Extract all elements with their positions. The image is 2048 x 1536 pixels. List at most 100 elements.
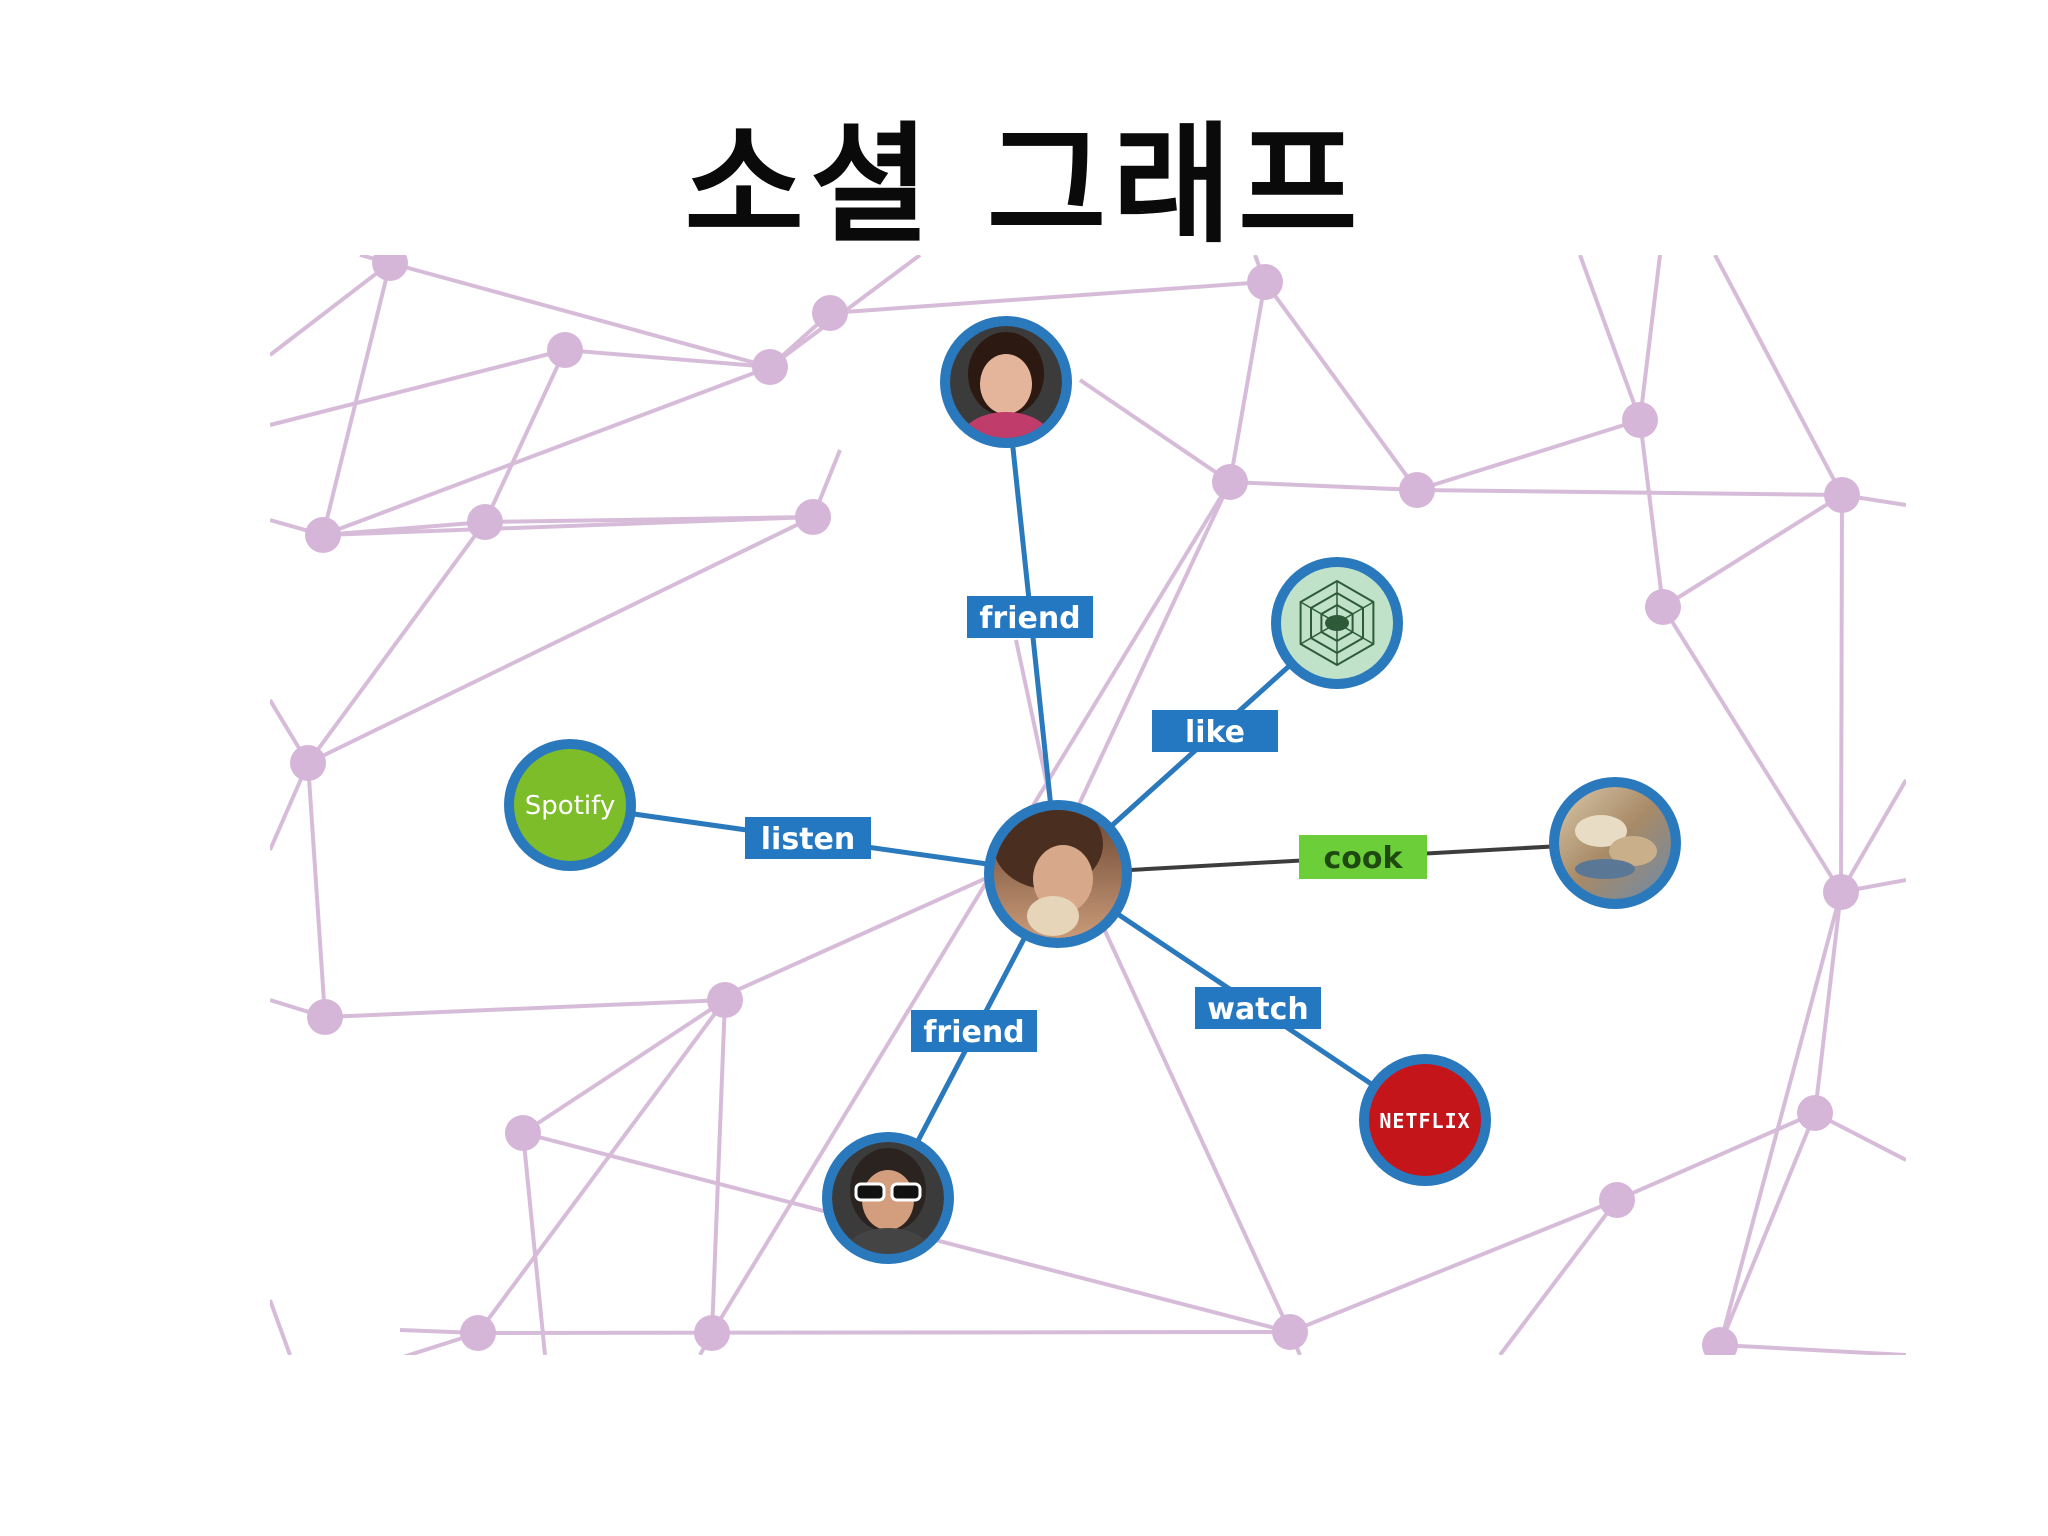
background-edge xyxy=(1263,280,1419,492)
food-photo-icon xyxy=(1559,787,1671,899)
relationship-label: friend xyxy=(979,601,1080,636)
background-edge xyxy=(1713,255,1844,496)
label-friend: friend xyxy=(967,596,1093,638)
background-node xyxy=(505,1115,541,1151)
background-node xyxy=(1823,874,1859,910)
relationship-label: like xyxy=(1185,715,1245,750)
background-edge xyxy=(306,520,487,765)
background-edge xyxy=(322,365,771,537)
background-edge xyxy=(1839,778,1906,894)
background-edge xyxy=(1078,378,1232,484)
background-edge xyxy=(1718,891,1843,1346)
background-edge xyxy=(1661,493,1844,609)
background-node xyxy=(460,1315,496,1351)
hexagon-logo-icon xyxy=(1281,567,1393,679)
background-edge xyxy=(270,261,392,357)
like-page-node xyxy=(1271,557,1403,689)
background-node xyxy=(752,349,788,385)
background-node xyxy=(290,745,326,781)
background-edge xyxy=(1228,281,1267,483)
relationship-labels: friend like listen cook watch friend xyxy=(745,596,1427,1052)
spotify-node: Spotify xyxy=(504,739,636,871)
background-edge xyxy=(306,762,327,1018)
background-edge xyxy=(270,348,566,427)
label-background xyxy=(1299,835,1427,879)
background-edge xyxy=(1616,1111,1816,1202)
background-edge xyxy=(1416,418,1641,492)
background-edge xyxy=(270,1299,292,1355)
background-edge xyxy=(710,480,1232,1335)
relationship-label: listen xyxy=(761,822,855,857)
background-edge xyxy=(1098,919,1292,1333)
background-node xyxy=(1702,1327,1738,1355)
background-edge xyxy=(1718,1112,1817,1346)
background-edge xyxy=(1289,1198,1618,1334)
background-node xyxy=(707,982,743,1018)
background-node xyxy=(1645,589,1681,625)
relationship-label: watch xyxy=(1207,992,1308,1027)
background-node xyxy=(1272,1314,1308,1350)
person-photo-icon xyxy=(950,326,1062,438)
background-edge xyxy=(521,998,727,1135)
person-photo-icon xyxy=(832,1142,944,1254)
background-node xyxy=(1824,477,1860,513)
spotify-logo-text: Spotify xyxy=(525,791,615,821)
background-node xyxy=(307,999,343,1035)
netflix-logo-icon: NETFLIX xyxy=(1369,1064,1481,1176)
background-edge xyxy=(1719,1343,1906,1355)
label-background xyxy=(967,596,1093,638)
background-node xyxy=(1797,1095,1833,1131)
background-edge xyxy=(521,1132,547,1355)
food-node xyxy=(1549,777,1681,909)
relationship-label: cook xyxy=(1324,841,1404,876)
background-edge xyxy=(1661,605,1843,894)
background-edge xyxy=(307,515,814,765)
friend-bottom-node xyxy=(822,1132,954,1264)
background-node xyxy=(1247,264,1283,300)
label-like: like xyxy=(1152,710,1278,752)
relationship-label: friend xyxy=(923,1015,1024,1050)
background-edge xyxy=(321,262,392,536)
background-edge xyxy=(1839,494,1844,893)
background-edge xyxy=(710,999,727,1334)
background-edge xyxy=(1416,488,1843,497)
background-edge xyxy=(476,998,727,1335)
background-edge xyxy=(1578,255,1642,421)
background-edge xyxy=(324,998,726,1019)
netflix-logo-text: NETFLIX xyxy=(1379,1109,1470,1133)
background-node xyxy=(547,332,583,368)
background-edge xyxy=(322,520,486,537)
background-edge xyxy=(389,261,771,369)
background-node xyxy=(812,295,848,331)
background-node xyxy=(1212,464,1248,500)
background-edge xyxy=(484,515,814,524)
label-cook: cook xyxy=(1299,835,1427,879)
background-node xyxy=(305,517,341,553)
background-node xyxy=(795,499,831,535)
background-edge xyxy=(1498,1198,1619,1355)
label-listen: listen xyxy=(745,817,871,859)
background-edge xyxy=(564,348,771,369)
background-nodes xyxy=(290,255,1860,1355)
label-background xyxy=(745,817,871,859)
background-node xyxy=(467,504,503,540)
label-background xyxy=(1152,710,1278,752)
background-edge xyxy=(1058,481,1232,846)
background-edge xyxy=(1229,480,1418,492)
center-user-node xyxy=(984,800,1132,948)
background-node xyxy=(694,1315,730,1351)
background-edge xyxy=(483,349,567,523)
friend-top-node xyxy=(940,316,1072,448)
background-node xyxy=(372,255,408,281)
background-node xyxy=(1399,472,1435,508)
label-background xyxy=(911,1010,1037,1052)
background-edge xyxy=(1638,255,1662,421)
background-edge xyxy=(477,1330,1291,1335)
netflix-node: NETFLIX xyxy=(1359,1054,1491,1186)
background-node xyxy=(1599,1182,1635,1218)
background-node xyxy=(1622,402,1658,438)
background-edge xyxy=(402,1331,479,1355)
background-edge xyxy=(1813,891,1843,1114)
